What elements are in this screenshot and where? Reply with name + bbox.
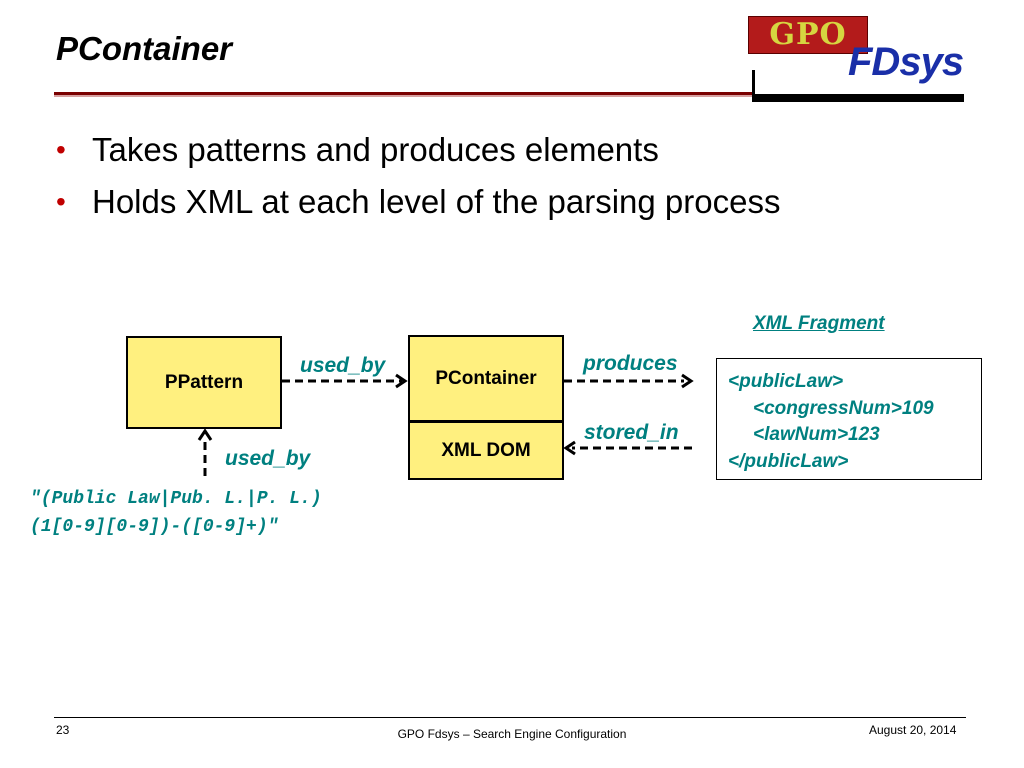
arrowhead-used-by-vertical <box>197 428 213 441</box>
arrowhead-stored-in <box>563 440 576 456</box>
produces-label: produces <box>583 352 678 375</box>
bullet-text: Holds XML at each level of the parsing p… <box>92 183 781 220</box>
used-by-label-horizontal: used_by <box>300 354 386 377</box>
used-by-label-vertical: used_by <box>225 447 311 470</box>
title-divider-shadow <box>54 95 754 97</box>
fdsys-logo: FDsys <box>848 40 964 84</box>
logo-rule-vertical <box>752 70 755 102</box>
gpo-seal-logo: GPO <box>748 16 868 54</box>
xml-line: <congressNum>109 <box>753 398 934 419</box>
bullet-dot-icon: • <box>56 134 66 165</box>
bullet-text: Takes patterns and produces elements <box>92 131 659 168</box>
footer-divider <box>54 717 966 718</box>
bullet-dot-icon: • <box>56 186 66 217</box>
regex-line-2: (1[0-9][0-9])-([0-9]+)" <box>30 517 279 537</box>
xml-line: <lawNum>123 <box>753 424 880 445</box>
stored-in-label: stored_in <box>584 421 679 444</box>
xml-fragment-box: <publicLaw> <congressNum>109 <lawNum>123… <box>716 358 982 480</box>
xml-dom-box: XML DOM <box>408 421 564 480</box>
xml-line: <publicLaw> <box>728 371 844 392</box>
arrowhead-used-by-horizontal <box>395 373 408 389</box>
bullet-item: • Takes patterns and produces elements <box>56 128 780 180</box>
xml-fragment-label: XML Fragment <box>753 313 885 334</box>
bullet-item: • Holds XML at each level of the parsing… <box>56 180 780 232</box>
footer-date: August 20, 2014 <box>869 723 957 737</box>
footer-title: GPO Fdsys – Search Engine Configuration <box>397 727 627 741</box>
page-number: 23 <box>56 723 70 737</box>
bullet-list: • Takes patterns and produces elements •… <box>56 128 780 232</box>
logo-rule-horizontal <box>752 94 964 102</box>
regex-line-1: "(Public Law|Pub. L.|P. L.) <box>30 489 322 509</box>
title-divider <box>54 92 754 95</box>
ppattern-box: PPattern <box>126 336 282 429</box>
xml-line: </publicLaw> <box>728 451 849 472</box>
slide-title: PContainer <box>56 30 233 67</box>
arrowhead-produces <box>681 373 694 389</box>
pcontainer-box: PContainer <box>408 335 564 422</box>
